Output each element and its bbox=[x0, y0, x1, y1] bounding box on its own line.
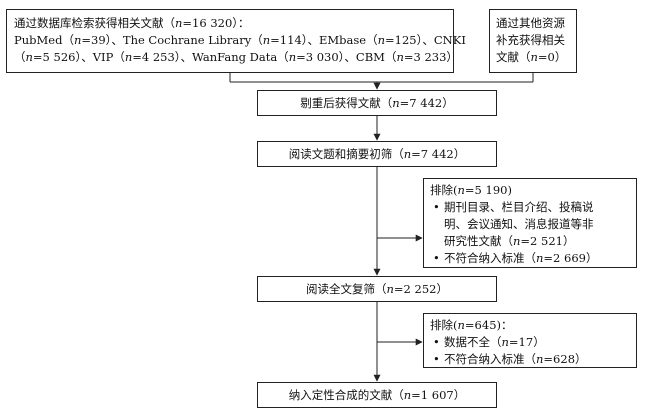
included-box: 纳入定性合成的文献（n=1 607） bbox=[257, 382, 497, 408]
exclusion-box-2: 排除(n=645)： 数据不全（n=17）不符合纳入标准（n=628） bbox=[423, 313, 637, 368]
italic-n: n bbox=[175, 16, 183, 30]
text-run: =5 190) bbox=[464, 183, 512, 197]
text-line: 通过数据库检索获得相关文献（n=16 320）： bbox=[14, 15, 446, 32]
text-run: 排除( bbox=[430, 183, 458, 197]
text-run: =114）、EMbase（ bbox=[270, 33, 378, 47]
text-run: 阅读全文复筛（ bbox=[306, 281, 387, 296]
dedup-box: 剔重后获得文献（n=7 442） bbox=[257, 90, 497, 116]
italic-n: n bbox=[386, 281, 394, 296]
text-line: 不符合纳入标准（n=628） bbox=[444, 351, 630, 368]
text-run: 排除( bbox=[430, 318, 458, 332]
exclusion-reason: 不符合纳入标准（n=2 669） bbox=[430, 250, 630, 267]
text-run: =5 526）、VIP（ bbox=[32, 50, 125, 64]
text-run: =645)： bbox=[464, 318, 513, 332]
text-line: 文献（n=0） bbox=[496, 49, 570, 66]
text-line: 研究性文献（n=2 521） bbox=[444, 233, 630, 250]
italic-n: n bbox=[73, 33, 82, 47]
text-run: =628） bbox=[543, 352, 587, 366]
text-run: 补充获得相关 bbox=[496, 33, 565, 47]
text-line: 通过其他资源 bbox=[496, 15, 570, 32]
text-run: =3 233） bbox=[403, 50, 458, 64]
text-run: （ bbox=[14, 50, 26, 64]
italic-n: n bbox=[536, 352, 544, 366]
exclusion-reason: 不符合纳入标准（n=628） bbox=[430, 351, 630, 368]
italic-n: n bbox=[377, 33, 386, 47]
text-run: =4 253）、WanFang Data（ bbox=[132, 50, 289, 64]
italic-n: n bbox=[392, 95, 400, 110]
text-run: =2 669） bbox=[543, 251, 598, 265]
exclusion-box-1: 排除(n=5 190) 期刊目录、栏目介绍、投稿说明、会议通知、消息报道等非研究… bbox=[423, 178, 637, 268]
italic-n: n bbox=[513, 234, 521, 248]
text-run: =16 320）： bbox=[182, 16, 250, 30]
italic-n: n bbox=[501, 335, 509, 349]
text-run: =7 442） bbox=[399, 95, 454, 110]
text-run: =0） bbox=[537, 50, 567, 64]
italic-n: n bbox=[530, 50, 538, 64]
text-line: 不符合纳入标准（n=2 669） bbox=[444, 250, 630, 267]
text-line: 数据不全（n=17） bbox=[444, 334, 630, 351]
italic-n: n bbox=[457, 183, 465, 197]
italic-n: n bbox=[403, 387, 412, 402]
text-run: 明、会议通知、消息报道等非 bbox=[444, 217, 594, 231]
text-run: =39）、The Cochrane Library（ bbox=[81, 33, 263, 47]
italic-n: n bbox=[262, 33, 271, 47]
other-sources-box: 通过其他资源补充获得相关文献（n=0） bbox=[489, 9, 577, 73]
text-line: 补充获得相关 bbox=[496, 32, 570, 49]
database-search-box: 通过数据库检索获得相关文献（n=16 320）：PubMed（n=39）、The… bbox=[6, 9, 466, 73]
text-line: 期刊目录、栏目介绍、投稿说 bbox=[444, 199, 630, 216]
text-run: =2 252） bbox=[393, 281, 448, 296]
exclusion-reason: 数据不全（n=17） bbox=[430, 334, 630, 351]
text-run: =17） bbox=[508, 335, 545, 349]
text-run: =125）、CNKI bbox=[385, 33, 466, 47]
text-run: 不符合纳入标准（ bbox=[444, 251, 536, 265]
text-run: 文献（ bbox=[496, 50, 531, 64]
italic-n: n bbox=[536, 251, 544, 265]
text-run: 剔重后获得文献（ bbox=[300, 95, 393, 110]
italic-n: n bbox=[25, 50, 33, 64]
text-run: 通过其他资源 bbox=[496, 16, 565, 30]
exclusion-2-heading: 排除(n=645)： bbox=[430, 317, 630, 334]
text-line: PubMed（n=39）、The Cochrane Library（n=114）… bbox=[14, 32, 466, 49]
text-line: （n=5 526）、VIP（n=4 253）、WanFang Data（n=3 … bbox=[14, 49, 458, 66]
text-run: =1 607） bbox=[411, 387, 466, 402]
fulltext-screen-box: 阅读全文复筛（n=2 252） bbox=[257, 276, 497, 302]
text-run: =3 030）、CBM（ bbox=[296, 50, 397, 64]
text-run: 通过数据库检索获得相关文献（ bbox=[14, 16, 175, 30]
italic-n: n bbox=[124, 50, 133, 64]
text-run: 不符合纳入标准（ bbox=[444, 352, 536, 366]
text-run: 阅读文题和摘要初筛（ bbox=[288, 146, 404, 161]
exclusion-2-reasons: 数据不全（n=17）不符合纳入标准（n=628） bbox=[430, 334, 630, 368]
italic-n: n bbox=[403, 146, 412, 161]
text-run: 数据不全（ bbox=[444, 335, 502, 349]
text-run: PubMed（ bbox=[14, 33, 74, 47]
exclusion-1-heading: 排除(n=5 190) bbox=[430, 182, 630, 199]
text-run: 纳入定性合成的文献（ bbox=[288, 387, 404, 402]
title-abstract-screen-box: 阅读文题和摘要初筛（n=7 442） bbox=[257, 141, 497, 167]
text-run: =2 521） bbox=[520, 234, 575, 248]
italic-n: n bbox=[288, 50, 297, 64]
italic-n: n bbox=[396, 50, 404, 64]
text-run: 期刊目录、栏目介绍、投稿说 bbox=[444, 200, 594, 214]
text-line: 明、会议通知、消息报道等非 bbox=[444, 216, 630, 233]
text-run: =7 442） bbox=[411, 146, 466, 161]
text-run: 研究性文献（ bbox=[444, 234, 513, 248]
italic-n: n bbox=[457, 318, 465, 332]
